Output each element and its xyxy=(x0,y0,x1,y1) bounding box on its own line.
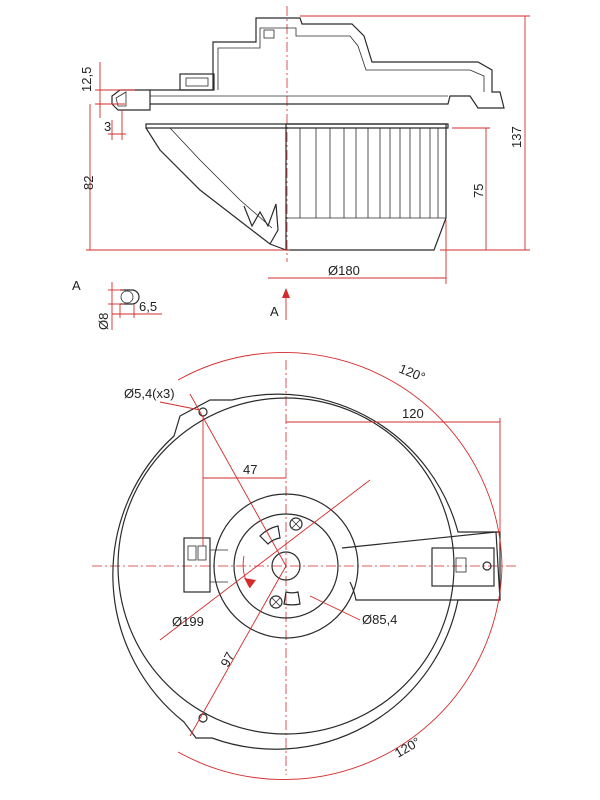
angle-bottom-label: 120° xyxy=(392,734,423,760)
mount-hole-right xyxy=(482,561,492,571)
screw-top xyxy=(289,517,303,531)
cone-inner-line xyxy=(169,127,273,229)
side-view: 12,5 3 82 75 137 Ø180 xyxy=(79,6,530,284)
outer-flange xyxy=(112,393,501,750)
dim-8-label: Ø8 xyxy=(96,313,111,330)
detail-a-slot xyxy=(120,289,140,305)
dim-137-label: 137 xyxy=(509,126,524,148)
angle-arc-bottom xyxy=(177,565,503,780)
dim-120-label: 120 xyxy=(402,406,424,421)
dim-holes-leader xyxy=(159,401,201,411)
dim-85-leader xyxy=(309,595,361,621)
detail-a-hole xyxy=(120,290,134,304)
dim-3-label: 3 xyxy=(104,119,111,134)
dim-180-label: Ø180 xyxy=(328,263,360,278)
dim-47-label: 47 xyxy=(243,462,257,477)
housing-inner-edge xyxy=(217,27,485,92)
motor-inner-ring xyxy=(233,513,339,619)
connector-pin xyxy=(185,77,209,87)
dim-12-5-label: 12,5 xyxy=(79,67,94,92)
dim-6-5-label: 6,5 xyxy=(139,299,157,314)
inlet-cone xyxy=(145,127,287,251)
motor-slot-bottom xyxy=(283,591,301,606)
connector-housing xyxy=(183,537,211,593)
detail-a-label: A xyxy=(72,278,81,293)
connector-pin-1 xyxy=(187,545,197,561)
mount-hole-top xyxy=(198,407,208,417)
fan-wheel xyxy=(285,123,447,251)
radial-line-top xyxy=(189,393,287,567)
motor-shaft xyxy=(271,551,301,581)
dim-82-label: 82 xyxy=(81,176,96,190)
dim-97-label: 97 xyxy=(217,650,237,670)
dim-75-label: 75 xyxy=(471,184,486,198)
top-view: 120° 120° Ø5,4(x3) 120 47 Ø199 Ø85,4 97 xyxy=(92,352,518,780)
dim-199-label: Ø199 xyxy=(172,614,204,629)
right-tab-slot xyxy=(455,557,467,573)
screw-bottom xyxy=(269,595,283,609)
inner-flange-ring xyxy=(117,397,455,735)
rotation-arrow-head xyxy=(244,578,256,588)
motor-disk xyxy=(213,493,359,639)
view-arrow-head xyxy=(282,288,290,298)
right-tab xyxy=(431,547,495,587)
motor-slot-top xyxy=(259,525,281,545)
connector-block xyxy=(179,73,215,91)
angle-top-label: 120° xyxy=(397,361,428,385)
mount-hole-bottom xyxy=(198,713,208,723)
cone-clip xyxy=(243,203,279,245)
dim-199-leader xyxy=(159,479,371,641)
flange-clip-inner xyxy=(115,91,127,107)
connector-pin-2 xyxy=(197,545,207,561)
fan-blades xyxy=(286,128,446,219)
top-tab xyxy=(263,29,275,39)
detail-a: A Ø8 6,5 xyxy=(72,278,162,330)
radial-line-bottom xyxy=(189,565,287,737)
flange-clip xyxy=(111,89,151,111)
dim-holes-label: Ø5,4(x3) xyxy=(124,386,175,401)
angle-arc-top xyxy=(177,352,503,567)
motor-housing xyxy=(149,17,505,109)
view-arrow-label: A xyxy=(270,304,279,319)
view-arrow-a: A xyxy=(270,288,290,320)
dim-85-label: Ø85,4 xyxy=(362,612,397,627)
right-arm xyxy=(341,531,501,601)
